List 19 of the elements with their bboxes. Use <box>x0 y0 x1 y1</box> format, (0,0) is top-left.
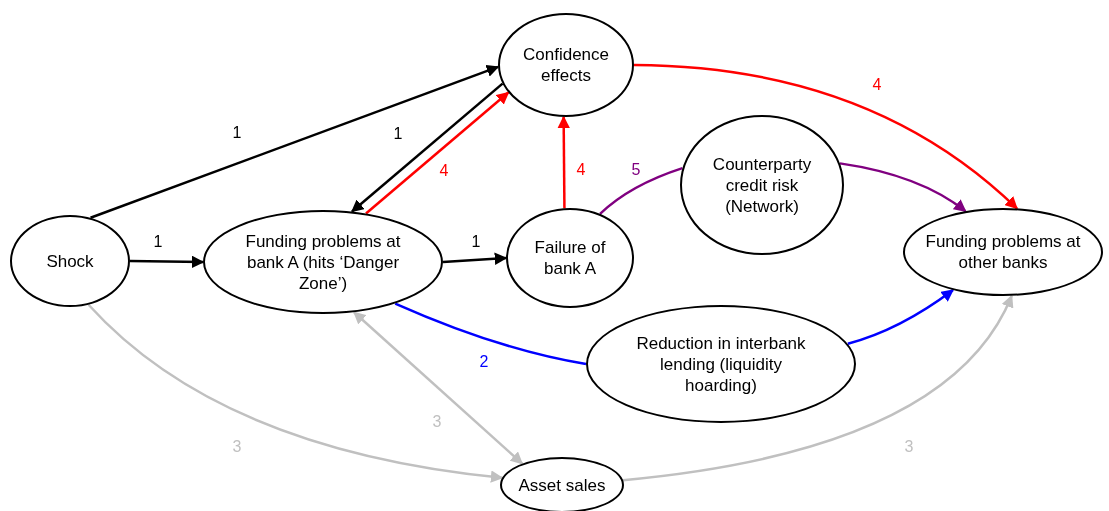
connector-line <box>599 166 683 215</box>
connector-line <box>394 302 587 366</box>
node-label: Counterparty credit risk (Network) <box>711 153 813 217</box>
arrow <box>351 82 504 213</box>
arrow <box>353 311 524 465</box>
node-label: Reduction in interbank lending (liquidity hoarding) <box>635 332 807 396</box>
arrow <box>622 294 1013 482</box>
node-label: Funding problems at bank A (hits ‘Danger Zone’) <box>244 230 402 294</box>
arrow <box>557 115 570 209</box>
arrow <box>847 289 954 346</box>
node-label: Asset sales <box>517 474 607 496</box>
node-label: Funding problems at other banks <box>924 231 1082 273</box>
node-label: Confidence effects <box>522 44 610 86</box>
arrow <box>90 64 500 219</box>
node-label: Shock <box>45 250 95 272</box>
arrow <box>633 63 1018 210</box>
arrow <box>130 255 205 269</box>
node-label: Failure of bank A <box>533 237 607 279</box>
arrow <box>442 252 508 265</box>
